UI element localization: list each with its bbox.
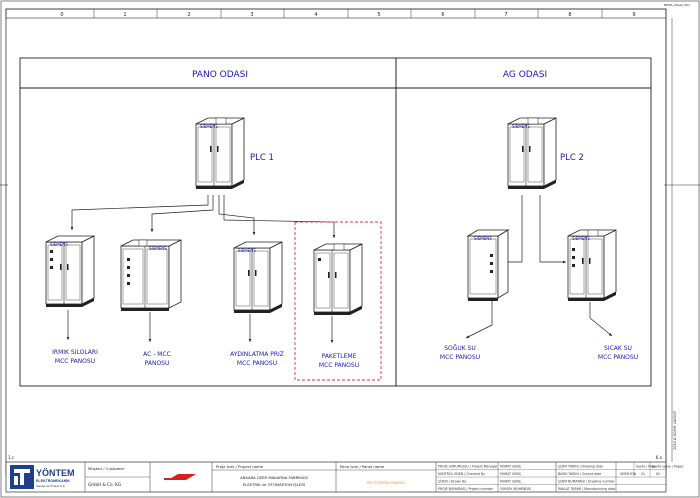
svg-text:SIEMENS: SIEMENS [512, 124, 530, 129]
pages-value: 02 [656, 472, 660, 476]
paketleme-cabinet [313, 243, 363, 316]
ruler-8: 8 [568, 12, 571, 18]
irmik-cabinet: SIEMENS [45, 235, 95, 308]
tb-row-4-value: YÜKSEK MÜHENDİS [500, 486, 531, 491]
aydinlatma-label-2: MCC PANOSU [237, 360, 277, 367]
sicak-label-1: SICAK SU [604, 345, 632, 352]
top-ruler: 0 1 2 3 4 5 6 7 8 9 [5, 8, 667, 19]
company-sub: ELEKTROMEKANİK [36, 479, 70, 483]
panel-value: PROTOPEPAN PANOSU [367, 481, 405, 485]
ruler-0: 0 [60, 12, 63, 18]
plc2-label: PLC 2 [560, 153, 584, 163]
tb-row-1-label: PROJE SORUMLUSU / Project Manager [438, 465, 498, 469]
tb-row-4-label: PROJE NUMARASI / Project number [438, 487, 494, 491]
pages-head: Sayfa sayısı / Pages [652, 465, 684, 469]
aydinlatma-cabinet: SIEMENS [233, 241, 283, 314]
plc1-cabinet: SIEMENS [195, 117, 245, 190]
ruler-6: 6 [441, 12, 444, 18]
project-line-2: ELEKTRİK ve OTOMASYON İŞLERİ [243, 482, 305, 487]
page-head: Sayfa / Page [636, 465, 656, 469]
svg-text:SIEMENS: SIEMENS [238, 248, 256, 253]
project-line-1: ANKARA ÜZER MAKARNA FABRİKASI [240, 475, 308, 480]
tb2-row-2-label: BASKI TARİHİ / Output date [558, 471, 601, 476]
corner-mark: NEMA_Sheet_001 [664, 3, 690, 7]
tb-row-1-value: MURAT GENÇ [500, 465, 522, 469]
paketleme-label-2: MCC PANOSU [319, 362, 359, 369]
paketleme-label-1: PAKETLEME [322, 353, 357, 360]
aydinlatma-label-1: AYDINLATMA PRIZ [230, 351, 284, 358]
soguk-su-cabinet: SIEMENS [466, 229, 510, 301]
pano-odasi-title: PANO ODASI [192, 70, 248, 80]
tb2-row-1-label: ÇİZİM TARİHİ / Drawing date [558, 464, 603, 469]
company-name: YÖNTEM [36, 468, 75, 478]
tb-row-3-value: MURAT GENÇ [500, 480, 522, 484]
tb2-row-3-label: ÇİZİM NUMARASI / Drawing number [558, 479, 615, 484]
right-marker: 6.a [656, 455, 663, 460]
ruler-9: 9 [632, 12, 635, 18]
paketleme-highlight-box [294, 221, 382, 381]
page-value: 01 [641, 472, 645, 476]
panel-label: Pano İsmi / Panel name [340, 464, 385, 469]
pano-odasi-room [19, 57, 397, 387]
svg-text:SIEMENS: SIEMENS [200, 124, 218, 129]
ac-label-1: AC - MCC [143, 351, 171, 358]
tb-row-2-label: KONTROL EDEN / Checked By [438, 472, 485, 476]
title-block [5, 461, 667, 493]
plc2-cables [500, 195, 566, 264]
tb-row-3-label: ÇİZEN / Drawn By [438, 479, 466, 484]
tb-row-2-value: MURAT GENÇ [500, 472, 522, 476]
plc2-cabinet: SIEMENS [507, 117, 557, 190]
ruler-3: 3 [250, 12, 253, 18]
ag-odasi-room [395, 57, 652, 387]
ac-mcc-cabinet: SIEMENS [120, 239, 182, 311]
ag-odasi-title: AG ODASI [503, 70, 547, 80]
plc1-cables [70, 195, 336, 238]
left-marker: 1.c [8, 455, 14, 460]
ruler-7: 7 [504, 12, 507, 18]
customer-value: GmbH & Co. KG [88, 482, 121, 487]
company-sub2: Sanayi ve Ticaret A.Ş. [36, 484, 66, 488]
sicak-su-cabinet: SIEMENS [567, 229, 617, 302]
svg-text:SIEMENS: SIEMENS [474, 236, 492, 241]
ruler-2: 2 [187, 12, 190, 18]
company-logo: YÖNTEM ELEKTROMEKANİK Sanayi ve Ticaret … [10, 465, 75, 489]
sicak-label-2: MCC PANOSU [598, 354, 638, 361]
svg-text:SIEMENS: SIEMENS [50, 242, 68, 247]
svg-text:SIEMENS: SIEMENS [149, 246, 167, 251]
irmik-label-1: IRMIK SILOLARI [52, 349, 98, 356]
ruler-5: 5 [377, 12, 380, 18]
customer-logo [160, 472, 200, 482]
ruler-1: 1 [123, 12, 126, 18]
project-label: Proje İsmi / Project name [216, 464, 264, 469]
soguk-label-1: SOĞUK SU [444, 345, 476, 352]
irmik-label-2: MCC PANOSU [55, 358, 95, 365]
svg-text:SIEMENS: SIEMENS [572, 236, 590, 241]
tb2-row-4-label: İMALAT TARİHİ / Manufacturing date [558, 486, 615, 491]
ac-label-2: PANOSU [145, 360, 170, 367]
doc-title: VERSİYON [620, 471, 637, 476]
plc1-label: PLC 1 [250, 153, 274, 163]
inner-frame [5, 8, 667, 476]
side-note: 2014 A ROOM LAYOUT [673, 410, 677, 450]
ruler-4: 4 [314, 12, 317, 18]
customer-label: Müşteri / Customer [88, 466, 125, 471]
soguk-label-2: MCC PANOSU [440, 354, 480, 361]
